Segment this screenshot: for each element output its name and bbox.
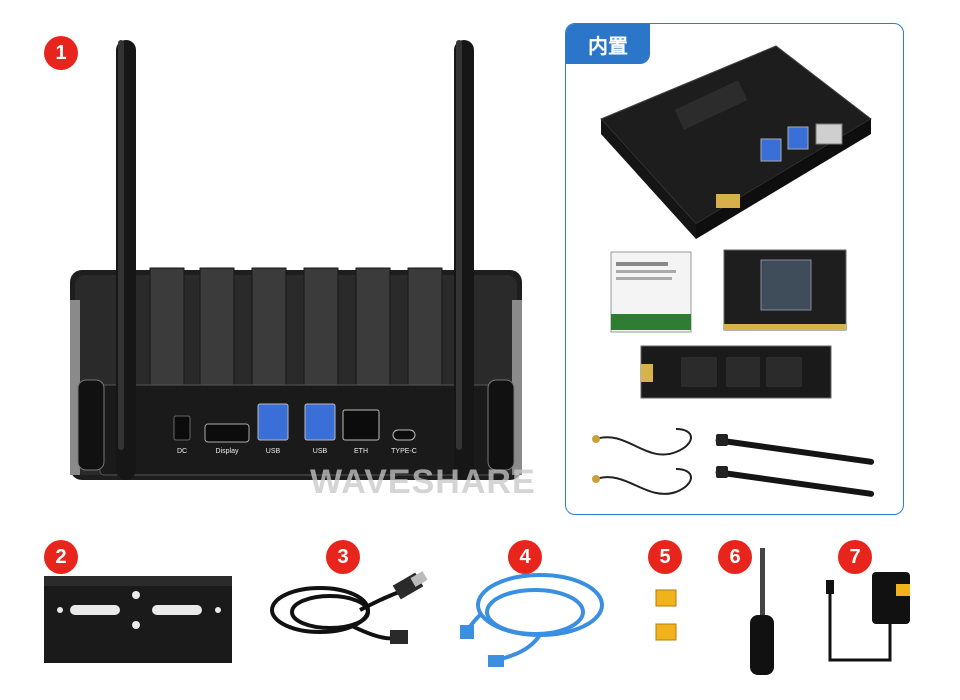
port-label-usb-1: USB <box>265 448 281 455</box>
port-label-display: Display <box>215 448 239 455</box>
din-rail-bracket <box>44 576 232 663</box>
port-label-typec: TYPE-C <box>391 448 417 455</box>
built-in-components-panel: 内置 <box>565 23 904 515</box>
item-number-badge-6: 6 <box>718 540 752 574</box>
item-number-badge-1: 1 <box>44 36 78 70</box>
port-label-eth: ETH <box>354 448 368 455</box>
mini-pc-product-image <box>70 40 522 480</box>
item-number-badge-4: 4 <box>508 540 542 574</box>
built-in-components-image <box>592 45 875 497</box>
item-number-badge-3: 3 <box>326 540 360 574</box>
watermark: WAVESHARE <box>310 463 536 501</box>
panel-title: 内置 <box>566 24 650 64</box>
item-number-badge-2: 2 <box>44 540 78 574</box>
port-label-usb-2: USB <box>312 448 328 455</box>
port-label-dc: DC <box>176 448 188 455</box>
item-number-badge-7: 7 <box>838 540 872 574</box>
item-number-badge-5: 5 <box>648 540 682 574</box>
